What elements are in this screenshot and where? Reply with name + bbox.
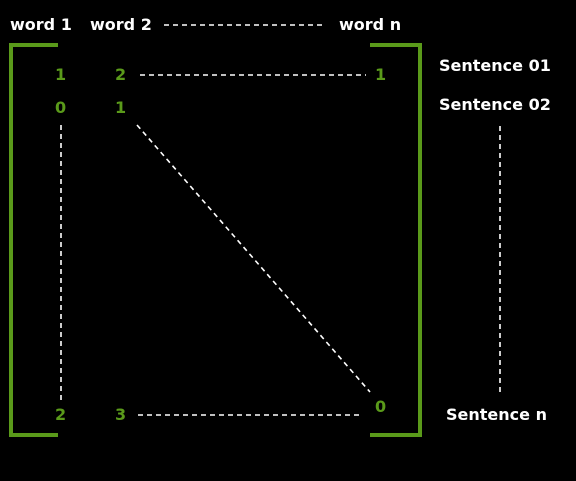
cell-r1-c2: 2 — [115, 65, 127, 84]
right-bracket — [370, 43, 422, 437]
cell-r2-c2: 1 — [115, 98, 127, 117]
header-word-2: word 2 — [90, 15, 152, 34]
cell-r1-c1: 1 — [55, 65, 67, 84]
cell-r1-cn: 1 — [375, 65, 387, 84]
sentence-01-label: Sentence 01 — [439, 56, 551, 75]
cell-rn-c1: 2 — [55, 405, 67, 424]
sentence-n-label: Sentence n — [446, 405, 547, 424]
cell-rn-cn: 0 — [375, 397, 387, 416]
cell-r2-c1: 0 — [55, 98, 67, 117]
diagonal-dashed-line — [136, 124, 371, 393]
sentence-02-label: Sentence 02 — [439, 95, 551, 114]
left-bracket — [9, 43, 58, 437]
header-word-1: word 1 — [10, 15, 72, 34]
header-word-n: word n — [339, 15, 402, 34]
cell-rn-c2: 3 — [115, 405, 127, 424]
